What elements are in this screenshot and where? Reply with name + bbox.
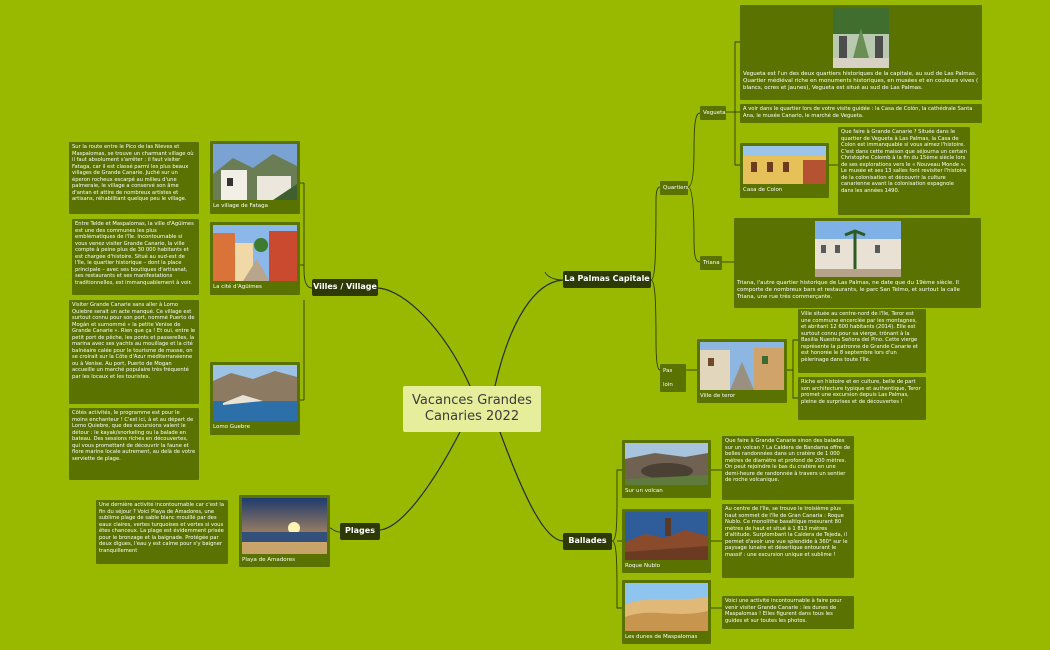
card-triana[interactable]: Triana, l'autre quartier historique de L…	[734, 218, 981, 308]
photo-dunes-image	[625, 583, 708, 631]
note-volcan: Que faire à Grande Canarie sinon des bal…	[722, 436, 854, 500]
photo-lomo-guebre-image	[213, 365, 297, 421]
card-dunes-maspalomas[interactable]: Les dunes de Maspalomas	[622, 580, 711, 644]
caption-volcan: Sur un volcan	[625, 488, 663, 494]
note-teror-1: Ville située au centre-nord de l'île, Te…	[798, 309, 926, 373]
caption-colon: Casa de Colon	[743, 187, 783, 193]
card-casa-de-colon[interactable]: Casa de Colon	[740, 143, 829, 198]
sub-vegueta[interactable]: Vegueta	[700, 106, 726, 120]
note-dunes: Voici une activité incontournable à fair…	[722, 596, 854, 629]
photo-amadores-image	[242, 498, 327, 554]
card-sur-un-volcan[interactable]: Sur un volcan	[622, 440, 711, 498]
note-lomo-guebre-1: Visiter Grande Canarie sans aller à Lomo…	[69, 300, 199, 404]
note-amadores: Une dernière activité incontournable car…	[96, 500, 228, 564]
note-fataga: Sur la route entre le Pico de las Nieves…	[69, 142, 199, 214]
central-topic[interactable]: Vacances Grandes Canaries 2022	[403, 386, 541, 432]
sub-quartiers[interactable]: Quartiers	[660, 181, 689, 195]
note-triana: Triana, l'autre quartier historique de L…	[737, 280, 960, 301]
caption-teror: Ville de teror	[700, 393, 736, 399]
photo-colon-image	[743, 146, 826, 184]
caption-dunes: Les dunes de Maspalomas	[625, 634, 698, 640]
note-vegueta-1: Vegueta est l'un des deux quartiers hist…	[743, 71, 979, 92]
card-fataga[interactable]: Le village de Fataga	[210, 141, 300, 214]
caption-nublo: Roque Nublo	[625, 563, 661, 569]
note-teror-2: Riche en histoire et en culture, belle d…	[798, 377, 926, 420]
photo-aguimes-image	[213, 225, 297, 281]
photo-nublo-image	[625, 512, 708, 560]
card-vegueta-photo[interactable]: Vegueta est l'un des deux quartiers hist…	[740, 5, 982, 100]
photo-vegueta-image	[833, 8, 889, 68]
caption-aguimes: La cité d'Agüimes	[213, 284, 262, 290]
branch-plages[interactable]: Plages	[340, 523, 380, 540]
central-title-line1: Vacances Grandes	[412, 393, 532, 408]
card-roque-nublo[interactable]: Roque Nublo	[622, 509, 711, 573]
photo-fataga-image	[213, 144, 297, 200]
caption-lomo-guebre: Lomo Guebre	[213, 424, 250, 430]
caption-fataga: Le village de Fataga	[213, 203, 268, 209]
sub-triana[interactable]: Triana	[700, 256, 722, 270]
central-title-line2: Canaries 2022	[424, 409, 520, 424]
photo-triana-image	[814, 221, 901, 277]
note-aguimes: Entre Telde et Maspalomas, la ville d'Ag…	[72, 219, 199, 295]
note-nublo: Au centre de l'île, se trouve le troisiè…	[722, 504, 854, 578]
sub-pas-loin[interactable]: Pas loin	[660, 364, 686, 392]
branch-la-palmas[interactable]: La Palmas Capitale	[563, 271, 651, 288]
note-colon: Que faire à Grande Canarie ? Située dans…	[838, 127, 970, 215]
caption-amadores: Playa de Amadores	[242, 557, 295, 563]
photo-volcan-image	[625, 443, 708, 485]
card-lomo-guebre[interactable]: Lomo Guebre	[210, 362, 300, 435]
card-ville-de-teror[interactable]: Ville de teror	[697, 339, 787, 403]
card-aguimes[interactable]: La cité d'Agüimes	[210, 222, 300, 295]
branch-villes[interactable]: Villes / Village	[312, 279, 378, 296]
note-vegueta-2: A voir dans le quartier lors de votre vi…	[740, 104, 982, 123]
branch-ballades[interactable]: Ballades	[563, 533, 612, 550]
card-playa-amadores[interactable]: Playa de Amadores	[239, 495, 330, 567]
note-lomo-guebre-2: Côtés activités, le programme est pour l…	[69, 408, 199, 480]
photo-teror-image	[700, 342, 784, 390]
